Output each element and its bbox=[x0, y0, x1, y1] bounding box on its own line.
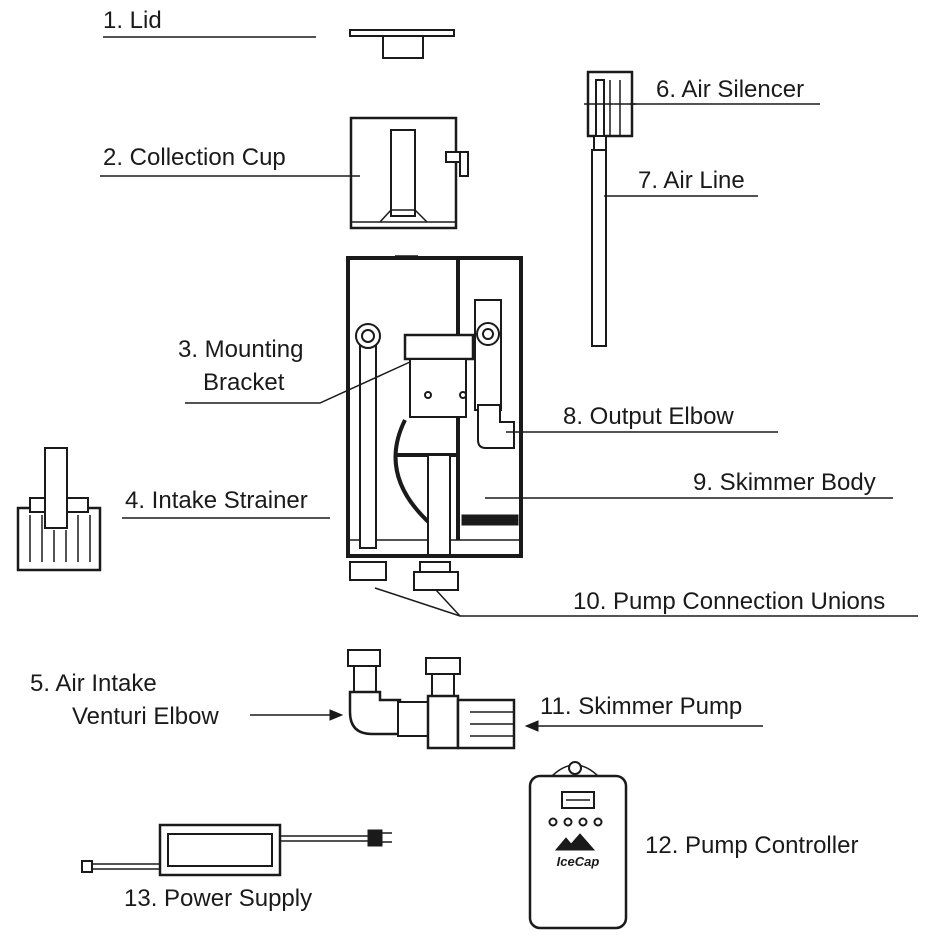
label-skimmer-body: 9. Skimmer Body bbox=[693, 469, 876, 496]
air-silencer-part bbox=[584, 70, 636, 151]
label-power-supply: 13. Power Supply bbox=[124, 885, 312, 912]
arrow-skimmer-pump bbox=[524, 720, 539, 732]
mounting-bracket-part bbox=[403, 333, 475, 418]
label-lid: 1. Lid bbox=[103, 7, 162, 34]
controller-brand-logo: IceCap bbox=[557, 854, 600, 869]
label-air-intake-2: Venturi Elbow bbox=[72, 703, 219, 730]
venturi-elbow-part bbox=[347, 649, 402, 736]
leader-pump-unions-b bbox=[435, 589, 461, 617]
lid-part bbox=[349, 29, 455, 59]
intake-strainer-part bbox=[16, 447, 102, 572]
leader-mounting-bracket bbox=[185, 361, 411, 404]
pump-unions-part bbox=[349, 561, 459, 591]
collection-cup-part bbox=[349, 116, 469, 230]
label-skimmer-pump: 11. Skimmer Pump bbox=[540, 693, 742, 720]
label-pump-controller: 12. Pump Controller bbox=[645, 832, 858, 859]
skimmer-body-part bbox=[346, 255, 523, 558]
label-air-silencer: 6. Air Silencer bbox=[656, 76, 804, 103]
label-collection-cup: 2. Collection Cup bbox=[103, 144, 286, 171]
air-line-part bbox=[591, 149, 607, 347]
label-pump-unions: 10. Pump Connection Unions bbox=[573, 588, 885, 615]
arrow-air-intake bbox=[329, 709, 344, 721]
label-intake-strainer: 4. Intake Strainer bbox=[125, 487, 308, 514]
label-mounting-bracket-1: 3. Mounting bbox=[178, 336, 303, 363]
label-air-line: 7. Air Line bbox=[638, 167, 745, 194]
output-elbow-part bbox=[477, 404, 515, 449]
label-output-elbow: 8. Output Elbow bbox=[563, 403, 734, 430]
pump-controller-part bbox=[528, 761, 628, 930]
power-supply-part bbox=[81, 823, 392, 877]
skimmer-pump-part bbox=[397, 657, 516, 750]
label-air-intake-1: 5. Air Intake bbox=[30, 670, 157, 697]
label-mounting-bracket-2: Bracket bbox=[203, 369, 285, 396]
